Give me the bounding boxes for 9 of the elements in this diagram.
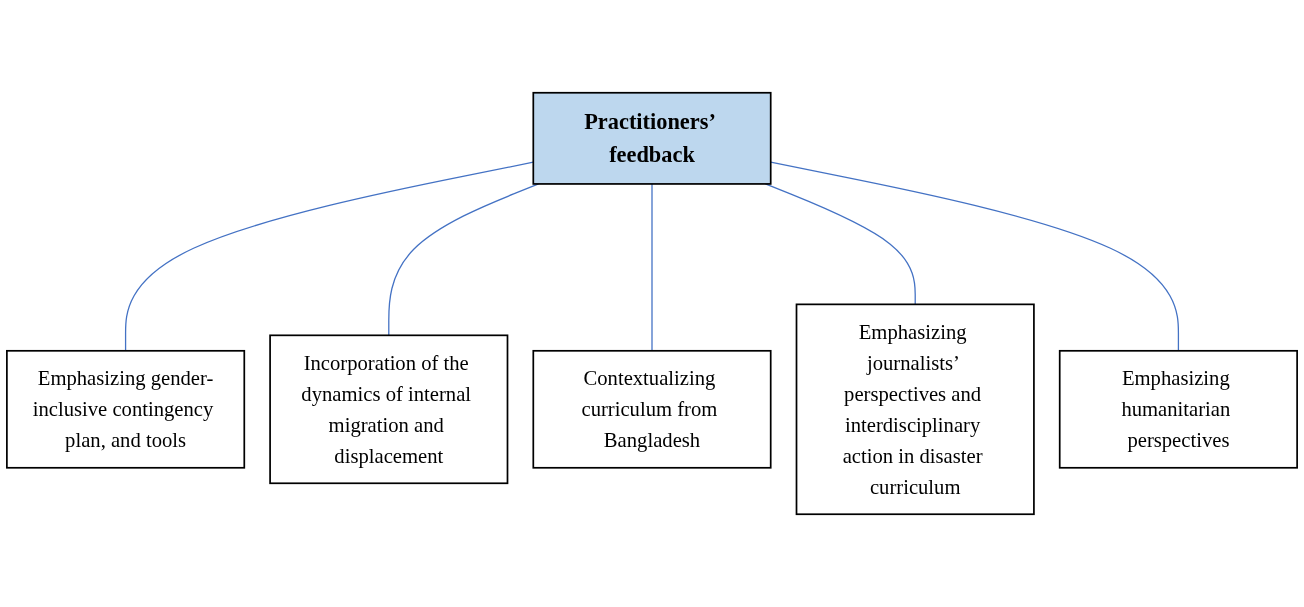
- connector: [651, 183, 653, 352]
- node-box: Emphasizing journalists’ perspectives and interdisciplinary action in disaster curriculum: [795, 303, 1035, 516]
- node-box: Incorporation of the dynamics of internal migration and displacement: [269, 334, 509, 485]
- node-box: Emphasizing gender-inclusive contingency plan, and tools: [6, 349, 246, 469]
- node-box: Practitioners’ feedback: [532, 91, 772, 185]
- connector: [770, 161, 1180, 352]
- connector: [124, 161, 534, 352]
- node-box: Contextualizing curriculum from Bangladesh: [532, 349, 772, 469]
- node-box: Emphasizing humanitarian perspectives: [1058, 349, 1298, 469]
